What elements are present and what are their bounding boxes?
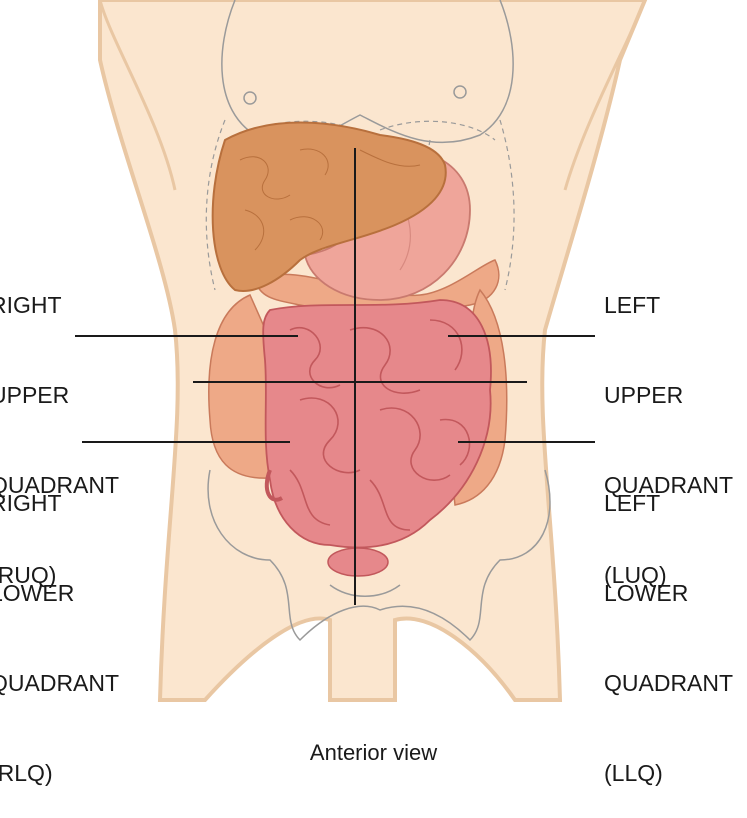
appendix (264, 469, 284, 502)
ruq-label-line-4: (RUQ) (0, 562, 57, 588)
right-arm-edge (98, 0, 177, 191)
ruq-label: RIGHT UPPER QUADRANT (RUQ) (0, 230, 119, 620)
figure-caption: Anterior view (309, 740, 438, 765)
llq-label-line-3: QUADRANT (604, 670, 734, 696)
rlq-label-line-3: QUADRANT (0, 670, 120, 696)
llq-label-line-1: LEFT (604, 490, 661, 516)
liver (211, 121, 447, 292)
left-arm-edge (563, 0, 647, 191)
ribcage (205, 119, 515, 301)
ruq-label-line-1: RIGHT (0, 292, 62, 318)
small-intestine (262, 299, 492, 549)
abdominal-quadrants-illustration (75, 0, 648, 702)
ruq-label-line-2: UPPER (0, 382, 70, 408)
rlq-label-line-1: RIGHT (0, 490, 62, 516)
left-nipple (453, 85, 467, 99)
luq-label-line-4: (LUQ) (604, 562, 667, 588)
pubic-symphysis (329, 584, 401, 597)
llq-label-line-2: LOWER (604, 580, 689, 606)
bladder (327, 547, 389, 577)
right-nipple (243, 91, 257, 105)
pelvis (207, 469, 551, 642)
ruq-label-line-3: QUADRANT (0, 472, 120, 498)
luq-label-line-1: LEFT (604, 292, 661, 318)
rlq-label-line-2: LOWER (0, 580, 75, 606)
chest-outline (221, 0, 514, 144)
intestine-coils (289, 319, 471, 531)
luq-label: LEFT UPPER QUADRANT (LUQ) (604, 230, 733, 620)
liver-texture (239, 148, 421, 251)
luq-label-line-2: UPPER (604, 382, 684, 408)
luq-label-line-3: QUADRANT (604, 472, 734, 498)
